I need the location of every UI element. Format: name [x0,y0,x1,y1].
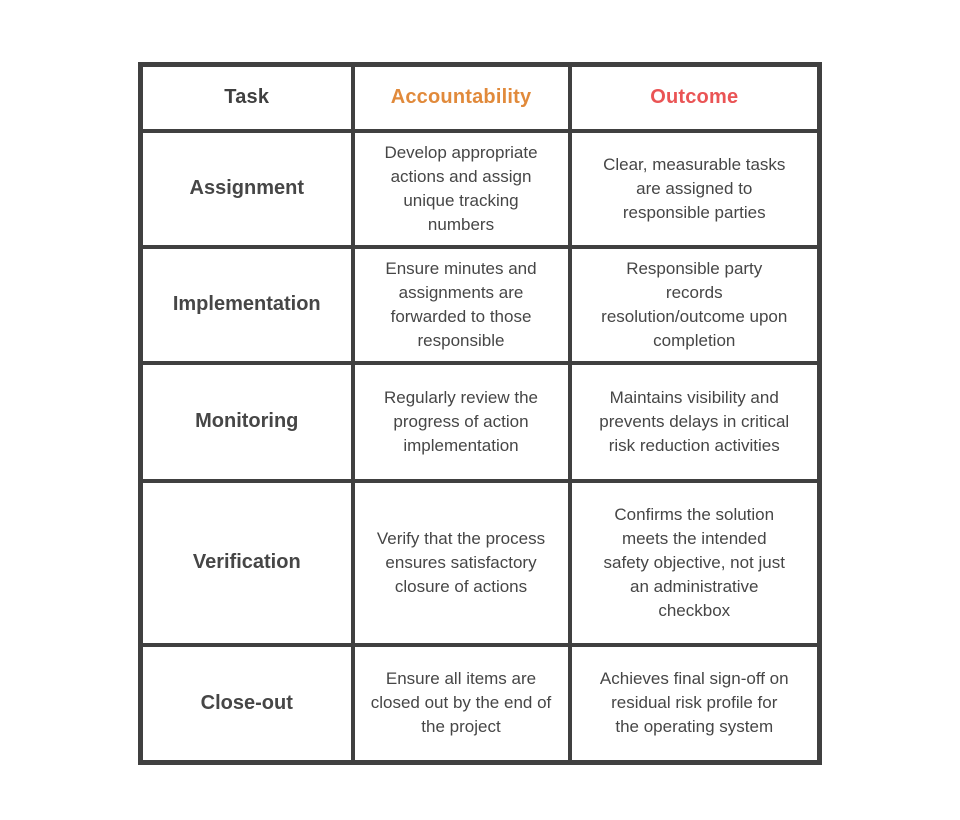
outcome-column-header: Outcome [567,62,822,133]
table-header: Task Accountability Outcome [138,62,822,133]
outcome-cell: Achieves final sign-off on residual risk… [567,642,822,765]
outcome-cell: Maintains visibility and prevents delays… [567,360,822,483]
task-accountability-outcome-table: Task Accountability Outcome Assignment D… [138,62,822,765]
table-row: Verification Verify that the process ens… [138,478,822,647]
task-cell: Monitoring [138,360,355,483]
accountability-cell: Verify that the process ensures satisfac… [350,478,572,647]
table-row: Close-out Ensure all items are closed ou… [138,642,822,765]
outcome-cell: Confirms the solution meets the intended… [567,478,822,647]
accountability-cell: Develop appropriate actions and assign u… [350,128,572,249]
accountability-cell: Ensure all items are closed out by the e… [350,642,572,765]
task-column-header: Task [138,62,355,133]
accountability-cell: Ensure minutes and assignments are forwa… [350,244,572,365]
task-cell: Assignment [138,128,355,249]
task-cell: Implementation [138,244,355,365]
outcome-cell: Responsible party records resolution/out… [567,244,822,365]
table-row: Implementation Ensure minutes and assign… [138,244,822,365]
table-row: Assignment Develop appropriate actions a… [138,128,822,249]
accountability-cell: Regularly review the progress of action … [350,360,572,483]
accountability-column-header: Accountability [350,62,572,133]
outcome-cell: Clear, measurable tasks are assigned to … [567,128,822,249]
header-row: Task Accountability Outcome [138,62,822,133]
task-cell: Verification [138,478,355,647]
task-cell: Close-out [138,642,355,765]
table-body: Assignment Develop appropriate actions a… [138,128,822,765]
table-row: Monitoring Regularly review the progress… [138,360,822,483]
